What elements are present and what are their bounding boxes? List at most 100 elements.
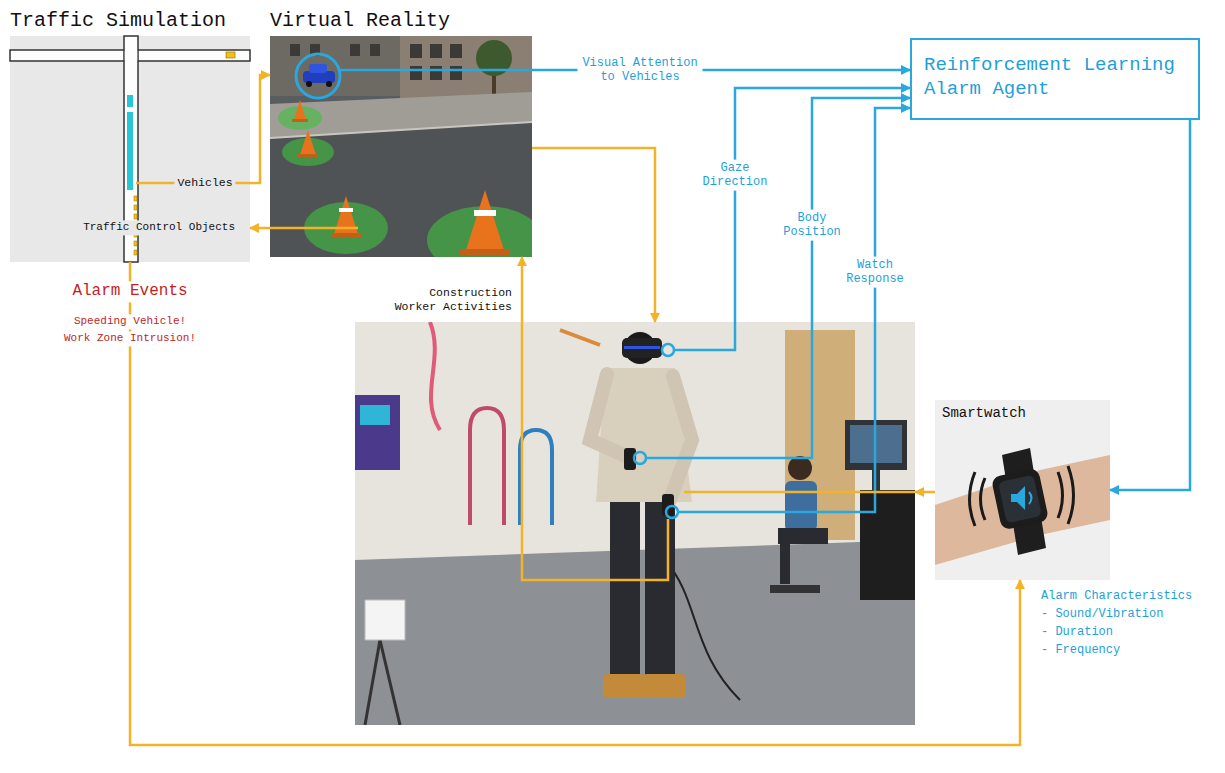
vr-scene-part-part	[300, 130, 316, 155]
smartwatch-picture-part	[1029, 492, 1032, 504]
lab-photo-part	[662, 344, 674, 356]
node-heading: Virtual Reality	[270, 8, 532, 34]
lab-photo-part	[355, 395, 400, 470]
lab-photo-part	[780, 544, 790, 584]
vr-scene-part-part	[292, 119, 308, 122]
edge-label: Traffic Control Objects	[80, 220, 238, 235]
vr-scene-part-part	[450, 44, 462, 58]
traffic-map-part-part	[134, 205, 137, 210]
smartwatch-picture-part	[998, 475, 1042, 524]
smartwatch-panel: Smartwatch	[935, 400, 1110, 580]
lab-photo-part	[590, 374, 630, 458]
traffic-map-part-part	[134, 250, 137, 255]
smartwatch-picture-part	[1068, 466, 1074, 524]
smartwatch-picture	[935, 400, 1110, 580]
lab-photo-part	[785, 330, 855, 540]
lab-photo-part	[785, 481, 817, 531]
connector-arrow	[250, 227, 270, 230]
vr-scene-part	[400, 36, 532, 98]
lab-photo-part	[634, 452, 646, 464]
vr-scene-part	[340, 69, 532, 72]
vr-scene-part	[270, 36, 532, 257]
smartwatch-picture-part	[970, 472, 976, 526]
node-heading: Construction Worker Activities	[387, 286, 512, 315]
lab-photo-part	[603, 674, 645, 698]
vr-scene-part-part	[466, 190, 504, 250]
traffic-map-part-part	[134, 214, 137, 219]
smartwatch-picture-part	[981, 478, 986, 520]
vr-scene-part-part	[326, 81, 332, 87]
traffic-map-part	[127, 95, 133, 107]
edge-label: Alarm Events	[69, 281, 190, 302]
vr-scene-part-part	[290, 44, 300, 56]
traffic-map-part-part	[134, 241, 137, 246]
vr-scene-part	[296, 54, 340, 98]
lab-photo-part	[360, 405, 390, 425]
smartwatch-picture-part	[1011, 486, 1025, 510]
lab-photo-part	[646, 322, 812, 458]
vr-scene-part	[270, 227, 358, 230]
alarm-characteristic: - Duration	[1038, 624, 1116, 640]
lab-photo-part	[642, 674, 686, 698]
traffic-map-part	[127, 112, 133, 190]
alarm-characteristic: - Frequency	[1038, 642, 1123, 658]
smartwatch-picture-part	[1058, 472, 1063, 518]
edge-label: Vehicles	[174, 175, 235, 191]
smartwatch-picture-part	[935, 400, 1110, 580]
lab-photo-part	[788, 456, 812, 480]
vr-scene-part-part	[460, 249, 510, 255]
vr-scene-part-part	[370, 44, 380, 56]
traffic-map	[10, 36, 250, 262]
edge-label: Gaze Direction	[695, 160, 775, 191]
edge-label: Watch Response	[835, 257, 915, 288]
connector-arrow	[521, 257, 524, 322]
alarm-event-item: Work Zone Intrusion!	[61, 331, 199, 346]
vr-scene-part	[303, 64, 335, 87]
lab-photo-part	[770, 585, 820, 593]
smartwatch-picture-part	[991, 468, 1049, 531]
lab-photo-part	[365, 640, 380, 725]
vr-scene-part-part	[309, 64, 327, 73]
vr-scene-part-part	[410, 66, 422, 80]
connector-arrow	[532, 148, 655, 322]
alarm-characteristic: - Sound/Vibration	[1038, 606, 1166, 622]
alarm-event-item: Speeding Vehicle!	[71, 314, 189, 329]
vr-scene-part-part	[430, 44, 442, 58]
lab-photo-part	[645, 498, 675, 680]
lab-photo-part	[666, 506, 678, 518]
connector-arrow	[875, 108, 910, 322]
vr-scene-part-part	[306, 81, 312, 87]
vr-scene-part-part	[331, 233, 361, 237]
lab-photo-part	[470, 408, 504, 525]
connector-arrow	[130, 262, 1020, 745]
vr-scene-part-part	[298, 154, 318, 157]
node-heading: Smartwatch	[935, 400, 1110, 427]
vr-scene-part-part	[474, 210, 496, 216]
traffic-map-part-part	[134, 196, 137, 201]
alarm-characteristic: Alarm Characteristics	[1038, 588, 1195, 604]
lab-photo-part	[380, 640, 400, 725]
lab-photo-part	[610, 498, 640, 680]
traffic-map-part	[125, 51, 137, 60]
vr-scene-part-part	[450, 66, 462, 80]
agent-box: Reinforcement Learning Alarm Agent	[910, 38, 1200, 120]
connector-arrow	[1110, 120, 1190, 490]
lab-photo-part	[522, 322, 668, 580]
traffic-map-part	[226, 52, 235, 58]
lab-photo-part	[355, 322, 915, 725]
connector-arrow	[250, 75, 270, 183]
traffic-map-part	[10, 50, 250, 61]
lab-photo-part	[670, 376, 692, 500]
vr-scene-part	[270, 122, 532, 257]
vr-scene-part	[278, 100, 532, 257]
lab-photo-part	[674, 322, 735, 350]
vr-panel: Virtual Reality	[270, 8, 532, 257]
lab-photo-part	[560, 330, 600, 345]
edge-label: Visual Attention to Vehicles	[578, 55, 703, 86]
node-heading: Reinforcement Learning Alarm Agent	[924, 54, 1186, 102]
vr-scene-part-part	[410, 44, 422, 58]
vr-scene-part-part	[430, 66, 442, 80]
lab-photo	[355, 322, 915, 725]
lab-photo-part	[684, 491, 915, 494]
vr-scene	[270, 36, 532, 257]
